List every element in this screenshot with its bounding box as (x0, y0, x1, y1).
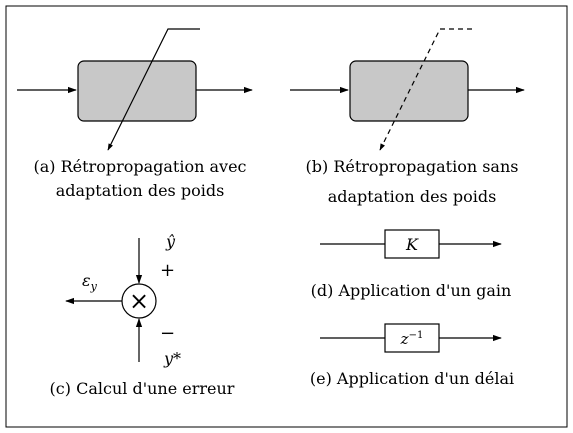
panel-c-caption: (c) Calcul d'une erreur (50, 379, 235, 398)
panel-b-caption-line1: (b) Rétropropagation sans (306, 157, 519, 176)
panel-c-ystar-label: y* (163, 349, 181, 368)
panel-c-minus-sign: − (160, 323, 175, 344)
panel-a-caption-line1: (a) Rétropropagation avec (34, 157, 247, 176)
panel-e-delay-label: z−1 (400, 330, 424, 348)
panel-a-caption-line2: adaptation des poids (56, 181, 225, 200)
panel-e: z−1 (e) Application d'un délai (310, 323, 514, 388)
panel-c-epsilon-label: εy (82, 271, 98, 293)
panel-d-gain-label: K (405, 235, 419, 254)
panel-c-operator-symbol: × (129, 287, 149, 315)
panel-a: (a) Rétropropagation avec adaptation des… (17, 28, 253, 200)
panel-d: K (d) Application d'un gain (311, 229, 512, 300)
panel-c-epsilon-subscript: y (90, 280, 98, 293)
panel-b-caption-line2: adaptation des poids (328, 187, 497, 206)
panel-c: × ŷ + − y* εy (c) Calcul d'une erreur (50, 232, 235, 398)
panel-e-delay-exponent: −1 (409, 330, 424, 341)
panel-c-yhat-label: ŷ (165, 232, 176, 251)
outer-frame (5, 5, 568, 428)
panel-e-caption: (e) Application d'un délai (310, 369, 514, 388)
panel-b-dashed-line (379, 28, 472, 151)
panel-a-adaptation-line (107, 28, 200, 151)
panel-d-caption: (d) Application d'un gain (311, 281, 512, 300)
panel-d-gain-block (384, 229, 440, 259)
panel-c-plus-sign: + (160, 260, 175, 281)
panel-e-delay-block (384, 323, 440, 353)
panel-b: (b) Rétropropagation sans adaptation des… (290, 28, 525, 206)
